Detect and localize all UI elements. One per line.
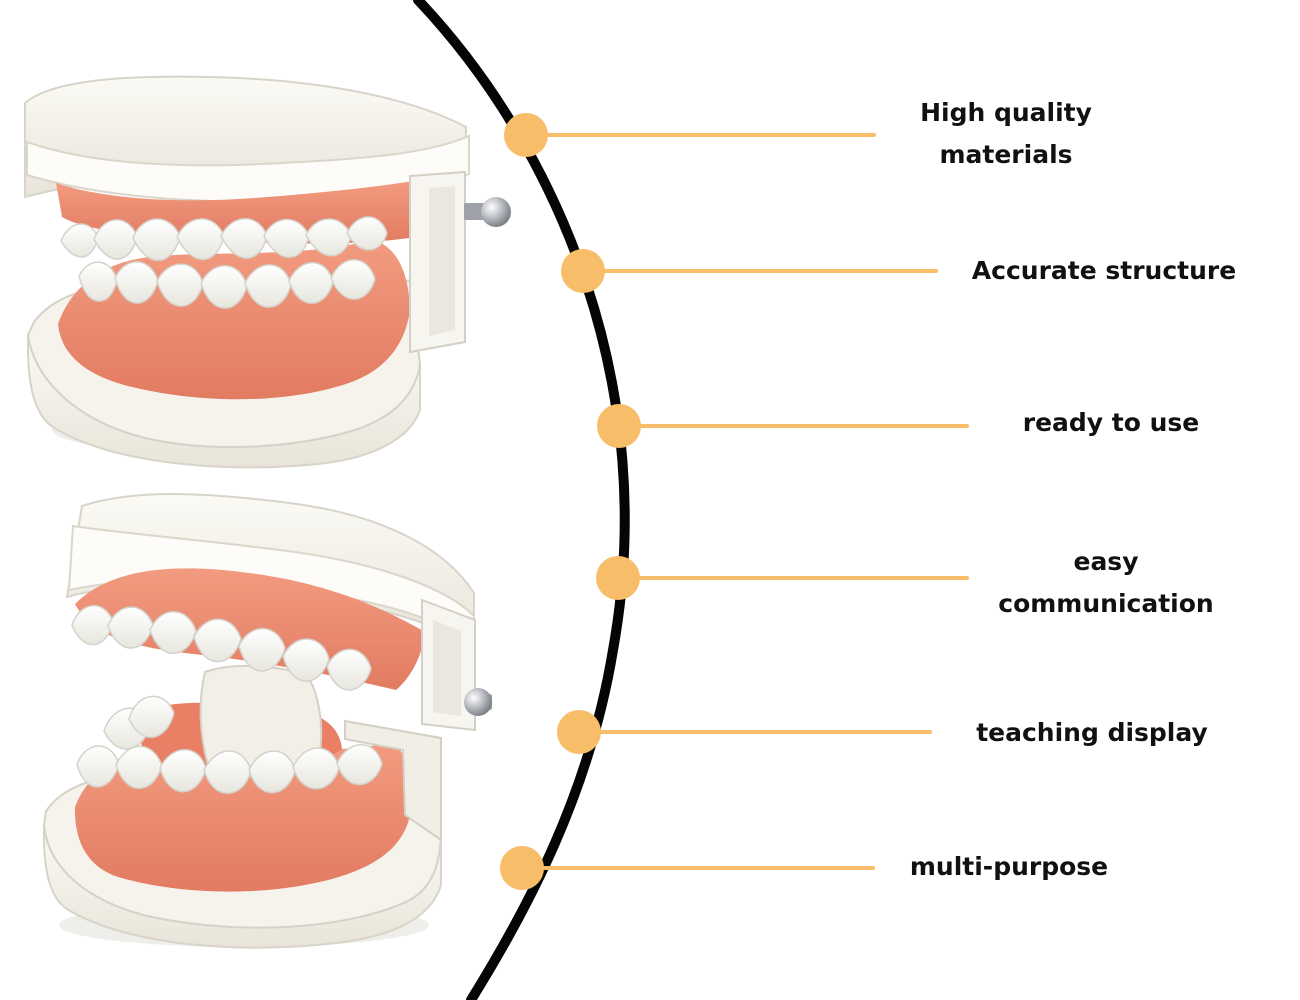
feature-dot: [561, 249, 605, 293]
feature-label-line: ready to use: [1022, 408, 1200, 437]
feature-label: High quality materials: [866, 92, 1146, 176]
feature-dot: [596, 556, 640, 600]
closed-upper-tooth: [60, 223, 99, 258]
feature-label: ready to use: [971, 402, 1251, 444]
feature-label-line: materials: [939, 140, 1073, 169]
teeth-model-closed-icon: [24, 75, 511, 469]
closed-side-block-shadow: [429, 186, 455, 336]
open-upper-tooth: [149, 611, 197, 655]
feature-dot: [597, 404, 641, 448]
open-side-block-shadow: [433, 620, 461, 716]
open-hinge-cap: [464, 688, 492, 716]
feature-label-line: Accurate structure: [971, 256, 1237, 285]
open-upper-tooth: [71, 604, 114, 646]
closed-lower-teeth: [78, 259, 376, 309]
closed-upper-base-rim: [26, 134, 470, 203]
closed-upper-tooth: [346, 216, 388, 251]
feature-label: multi-purpose: [869, 846, 1149, 888]
feature-label: teaching display: [952, 712, 1232, 754]
open-upper-tooth: [282, 638, 330, 682]
feature-callouts: [500, 113, 969, 890]
feature-label-line: easy: [1073, 547, 1139, 576]
teeth-model-open-icon: [42, 493, 492, 949]
feature-label: Accurate structure: [964, 250, 1244, 292]
open-lower-tooth: [336, 744, 383, 786]
feature-label: easy communication: [966, 541, 1246, 625]
feature-label-line: High quality: [920, 98, 1092, 127]
open-back-lower-tooth: [128, 695, 175, 738]
closed-upper-teeth: [60, 216, 388, 261]
open-upper-teeth: [71, 604, 372, 691]
open-lower-teeth: [76, 744, 383, 795]
closed-hinge-cap: [481, 197, 511, 227]
open-upper-tooth: [193, 618, 242, 663]
open-upper-tooth: [238, 627, 286, 672]
feature-dot: [500, 846, 544, 890]
feature-label-line: communication: [998, 589, 1214, 618]
open-upper-tooth: [326, 648, 372, 691]
open-lower-side-block: [344, 719, 442, 842]
feature-label-line: multi-purpose: [909, 852, 1109, 881]
feature-label-line: teaching display: [976, 718, 1208, 747]
feature-dot: [504, 113, 548, 157]
feature-dot: [557, 710, 601, 754]
closed-lower-tooth: [330, 259, 376, 300]
